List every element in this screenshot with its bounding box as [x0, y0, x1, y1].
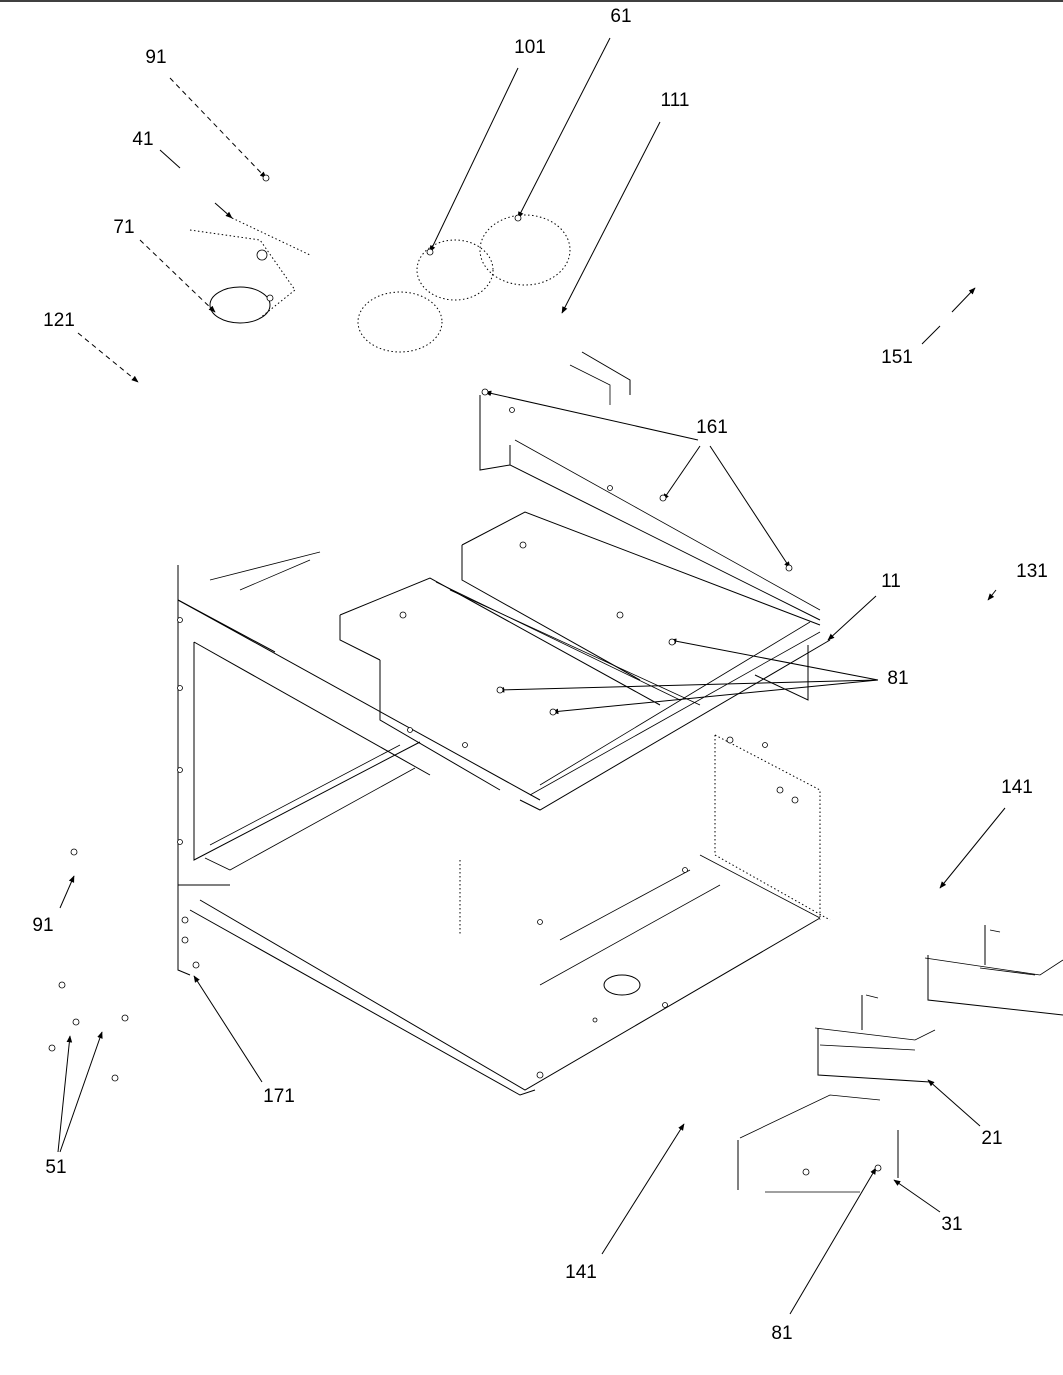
callout-41: 41 [132, 129, 153, 150]
callout-91-left: 91 [32, 915, 53, 936]
bracket-31 [737, 1094, 899, 1193]
callout-71: 71 [113, 217, 134, 238]
callout-91-top: 91 [145, 47, 166, 68]
callout-labels: 61 101 111 91 41 71 121 151 161 11 131 8… [32, 6, 1047, 1344]
callout-171: 171 [263, 1086, 295, 1107]
callout-151: 151 [881, 347, 913, 368]
callout-111: 111 [661, 90, 690, 111]
base-opening [603, 974, 641, 996]
gear-parts [357, 214, 571, 353]
callout-101: 101 [514, 37, 546, 58]
bracket-111 [569, 351, 631, 405]
callout-81-mid: 81 [887, 668, 908, 689]
callout-21: 21 [981, 1128, 1002, 1149]
bracket-141-right [924, 925, 1063, 1016]
loose-fasteners-left [48, 848, 129, 1082]
callout-61: 61 [610, 6, 631, 27]
leader-lines [57, 37, 1006, 1315]
callout-51: 51 [45, 1157, 66, 1178]
motor-bracket-assembly [189, 174, 311, 324]
callout-121: 121 [43, 310, 75, 331]
callout-31: 31 [941, 1214, 962, 1235]
cabinet-frame [177, 395, 831, 1096]
callout-81-bottom: 81 [771, 1323, 792, 1344]
callout-11: 11 [881, 571, 901, 592]
callout-141-right: 141 [1001, 777, 1033, 798]
mounting-holes [177, 388, 799, 1079]
bracket-21 [814, 994, 936, 1083]
callout-131: 131 [1016, 561, 1048, 582]
callout-141-bottom: 141 [565, 1262, 597, 1283]
callout-161: 161 [696, 417, 728, 438]
